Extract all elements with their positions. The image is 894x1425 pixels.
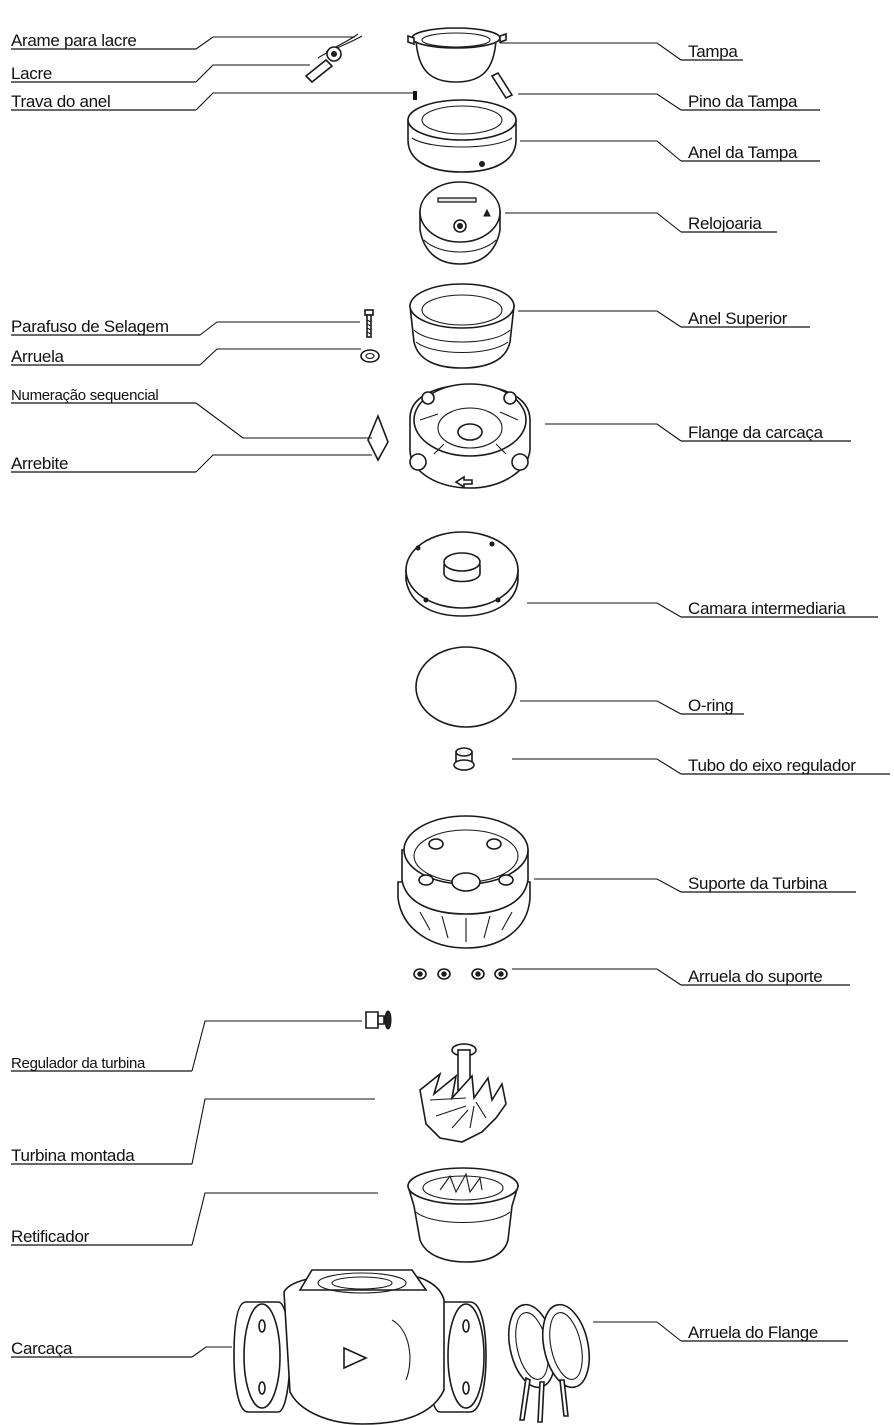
label-suporte: Suporte da Turbina — [688, 874, 828, 893]
leader-tampa — [500, 42, 682, 61]
label-camara: Camara intermediaria — [688, 599, 846, 618]
relojoaria-part — [419, 181, 501, 265]
tampa-part — [407, 27, 507, 83]
oring-part — [415, 646, 517, 728]
label-numeracao: Numeração sequencial — [11, 387, 158, 404]
label-tubo: Tubo do eixo regulador — [688, 756, 856, 775]
leader-anel-superior — [518, 310, 682, 328]
label-oring: O-ring — [688, 696, 733, 715]
anel-tampa-part — [407, 99, 517, 173]
suporte-part — [397, 815, 531, 949]
label-flange: Flange da carcaça — [688, 423, 824, 442]
leader-suporte — [534, 878, 682, 893]
camara-part — [405, 531, 519, 617]
label-parafuso: Parafuso de Selagem — [11, 317, 169, 336]
label-arruela: Arruela — [11, 347, 65, 366]
leader-arruela-suporte — [512, 968, 682, 986]
label-anel-tampa: Anel da Tampa — [688, 143, 798, 162]
leader-arruela-flange — [593, 1321, 682, 1342]
regulador-part — [365, 1010, 392, 1030]
leader-flange — [545, 423, 682, 442]
leader-arame — [195, 36, 355, 50]
leader-relojoaria — [505, 212, 682, 233]
leader-carcaca — [191, 1346, 232, 1358]
label-arrebite: Arrebite — [11, 454, 68, 473]
trava-part — [413, 91, 417, 100]
carcaca-part — [233, 1269, 487, 1425]
leader-pino — [518, 93, 682, 111]
leader-numeracao — [195, 402, 372, 439]
leader-arruela — [199, 348, 361, 366]
arruela-flange-part — [507, 1303, 591, 1423]
label-turbina: Turbina montada — [11, 1146, 135, 1165]
label-arame: Arame para lacre — [11, 31, 137, 50]
leader-parafuso — [199, 321, 360, 336]
arruela-suporte-part — [413, 968, 508, 980]
flange-part — [409, 383, 531, 489]
leader-regulador — [191, 1020, 362, 1072]
leader-trava — [195, 92, 413, 111]
leader-camara — [527, 602, 682, 618]
anel-superior-part — [409, 283, 515, 369]
arruela-part — [360, 349, 380, 363]
turbina-part — [419, 1043, 507, 1143]
label-retificador: Retificador — [11, 1227, 90, 1246]
pino-part — [490, 71, 514, 100]
retificador-part — [406, 1167, 520, 1263]
leader-tubo — [512, 758, 682, 775]
leader-retificador — [191, 1192, 378, 1246]
label-anel-superior: Anel Superior — [688, 309, 788, 328]
lacre-part — [304, 33, 363, 84]
tubo-part — [453, 747, 475, 771]
leader-oring — [520, 700, 682, 715]
label-arruela-flange: Arruela do Flange — [688, 1323, 818, 1342]
label-arruela-suporte: Arruela do suporte — [688, 967, 822, 986]
label-pino: Pino da Tampa — [688, 92, 798, 111]
label-trava: Trava do anel — [11, 92, 110, 111]
placa-part — [367, 413, 389, 462]
label-carcaca: Carcaça — [11, 1339, 73, 1358]
leader-lacre — [195, 64, 310, 83]
leader-turbina — [191, 1098, 375, 1165]
leader-arrebite — [195, 454, 372, 473]
leader-anel-tampa — [520, 140, 682, 162]
label-tampa: Tampa — [688, 42, 738, 61]
parafuso-part — [364, 309, 374, 338]
label-relojoaria: Relojoaria — [688, 214, 762, 233]
label-lacre: Lacre — [11, 64, 52, 83]
label-regulador: Regulador da turbina — [11, 1055, 146, 1072]
